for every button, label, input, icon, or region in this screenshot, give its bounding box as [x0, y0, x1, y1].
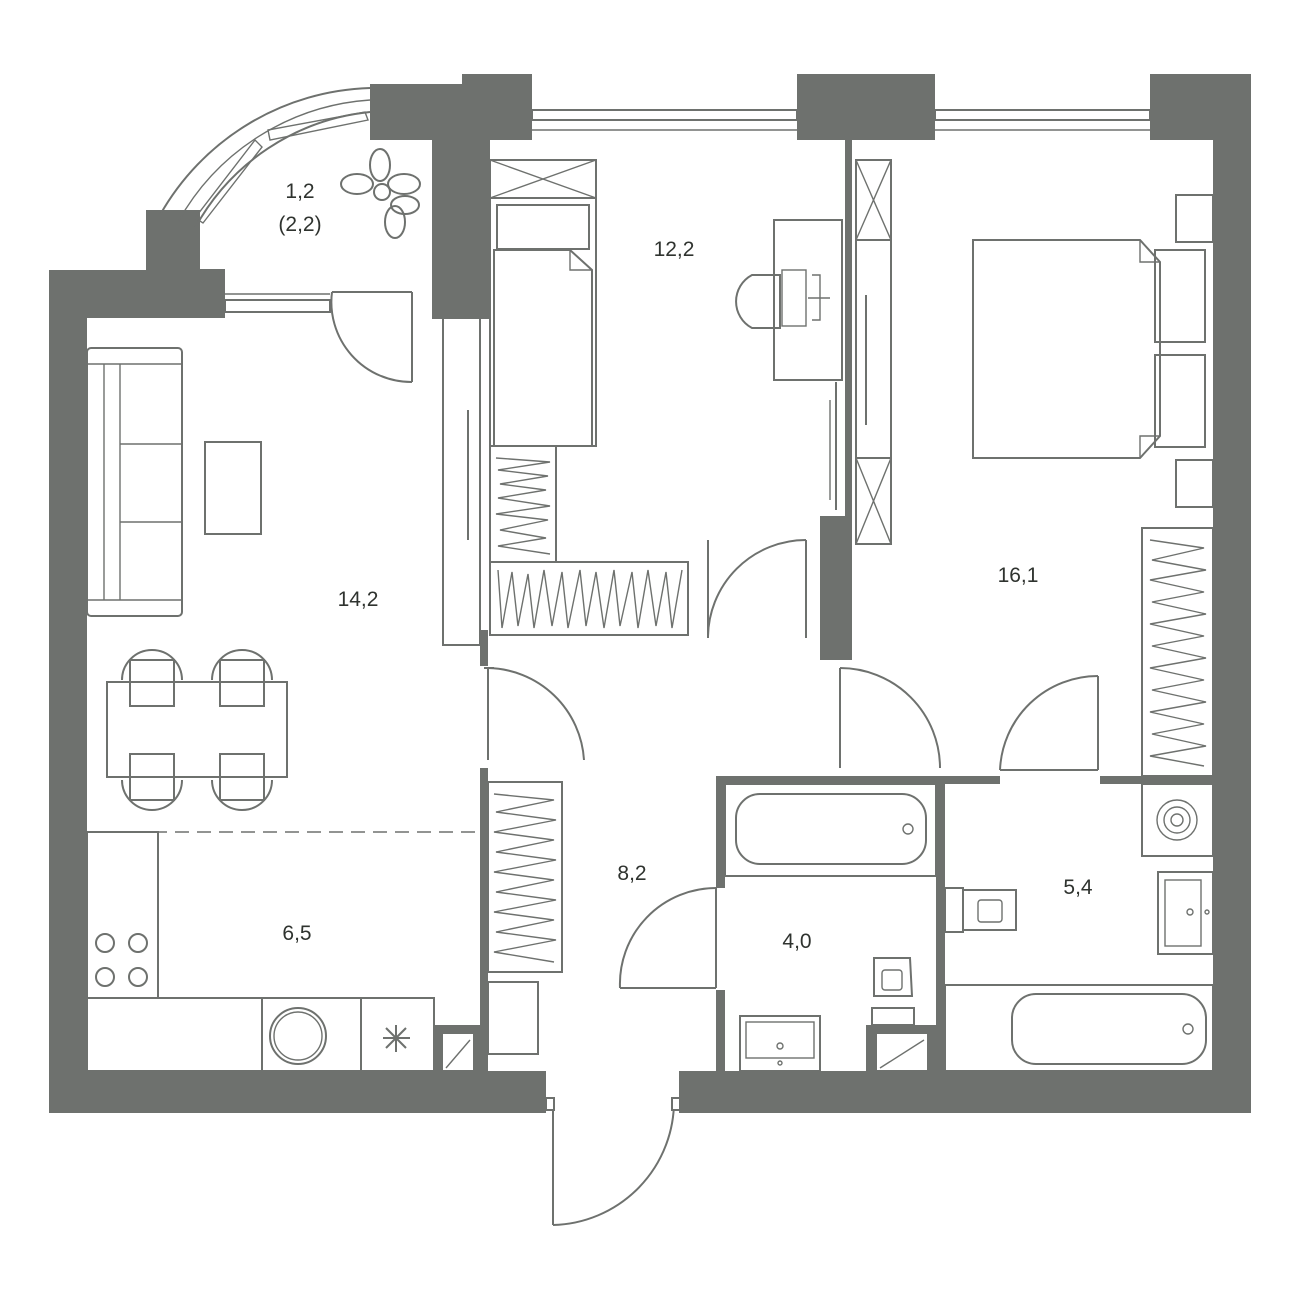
toilet-2 [944, 887, 1017, 933]
door-shaft-kitchen [441, 1032, 475, 1072]
sofa [86, 347, 183, 617]
window-living-room [224, 293, 331, 313]
fridge-icon [383, 1025, 410, 1052]
door-small-bedroom [707, 539, 807, 639]
wall-bath1-right [936, 776, 945, 1071]
door-bathroom-1 [618, 886, 717, 989]
tv-small-bedroom [829, 382, 837, 510]
area-label-balcony-full: (2,2) [278, 213, 321, 236]
wall-balcony-side [432, 84, 490, 319]
area-label-large-bedroom: 16,1 [998, 564, 1039, 587]
wall-balcony-left [146, 210, 200, 270]
washing-machine-icon [269, 1007, 327, 1065]
door-entrance [545, 1097, 681, 1226]
area-label-balcony: 1,2 [285, 180, 314, 203]
door-living [484, 667, 585, 761]
wall-bottom-left [49, 1071, 546, 1113]
wall-partition-thin [845, 140, 852, 660]
wardrobe-small-side [489, 445, 557, 563]
area-label-living-room: 14,2 [338, 588, 379, 611]
dining-table [106, 649, 288, 811]
wall-bath1-left [716, 776, 725, 888]
desk [735, 219, 843, 381]
doors [330, 291, 1099, 1226]
wall-bath2-top-left [945, 776, 1000, 784]
wardrobe-large-right [1141, 527, 1214, 777]
wardrobe-small-bottom [489, 561, 689, 636]
door-large-bedroom [839, 667, 941, 769]
wall-left [49, 270, 87, 1113]
wardrobe-large-left [855, 159, 892, 545]
door-shaft-bath [875, 1032, 929, 1072]
wall-top-left [49, 270, 225, 318]
area-label-bathroom-2: 5,4 [1063, 876, 1093, 899]
door-balcony [330, 291, 413, 384]
bed-single [489, 197, 597, 447]
kitchen-units [86, 831, 435, 1072]
sink-2 [1157, 871, 1214, 955]
bed-double [972, 194, 1214, 508]
hall-cabinet [487, 981, 539, 1055]
wardrobe-small-top [489, 159, 597, 199]
tv-stand [442, 317, 481, 646]
wall-living-hall [480, 630, 488, 666]
bathtub-1 [724, 783, 937, 877]
walls [49, 74, 1251, 1113]
plant-icon [340, 148, 421, 239]
area-label-kitchen: 6,5 [282, 922, 311, 945]
wall-right [1213, 74, 1251, 1113]
wall-top-right [1150, 74, 1251, 140]
balcony [159, 87, 371, 271]
window-small-bedroom [531, 109, 798, 131]
wall-bath1-top [716, 776, 946, 784]
wall-top-mid [797, 74, 935, 140]
wardrobe-hall [487, 781, 563, 973]
sink-1 [739, 1015, 821, 1072]
wall-living-hall-low [480, 768, 488, 1071]
windows [224, 109, 1151, 313]
bathtub-2 [944, 984, 1214, 1072]
wall-bottom-right [679, 1071, 1251, 1113]
wall-bath2-top [1100, 776, 1213, 784]
wall-partition-bedrooms [820, 516, 846, 660]
boiler-icon [1141, 783, 1214, 857]
stove-icon [95, 933, 148, 987]
area-label-bathroom-1: 4,0 [782, 930, 811, 953]
toilet-1 [871, 957, 915, 1026]
door-bathroom-2 [999, 674, 1099, 771]
window-large-bedroom [934, 109, 1151, 131]
room-labels: 1,2 (2,2) 12,2 14,2 16,1 6,5 8,2 4,0 5,4 [278, 180, 1093, 953]
area-label-small-bedroom: 12,2 [654, 238, 695, 261]
coffee-table [204, 441, 262, 535]
wall-bath1-left-low [716, 990, 725, 1071]
area-label-hall: 8,2 [617, 862, 646, 885]
